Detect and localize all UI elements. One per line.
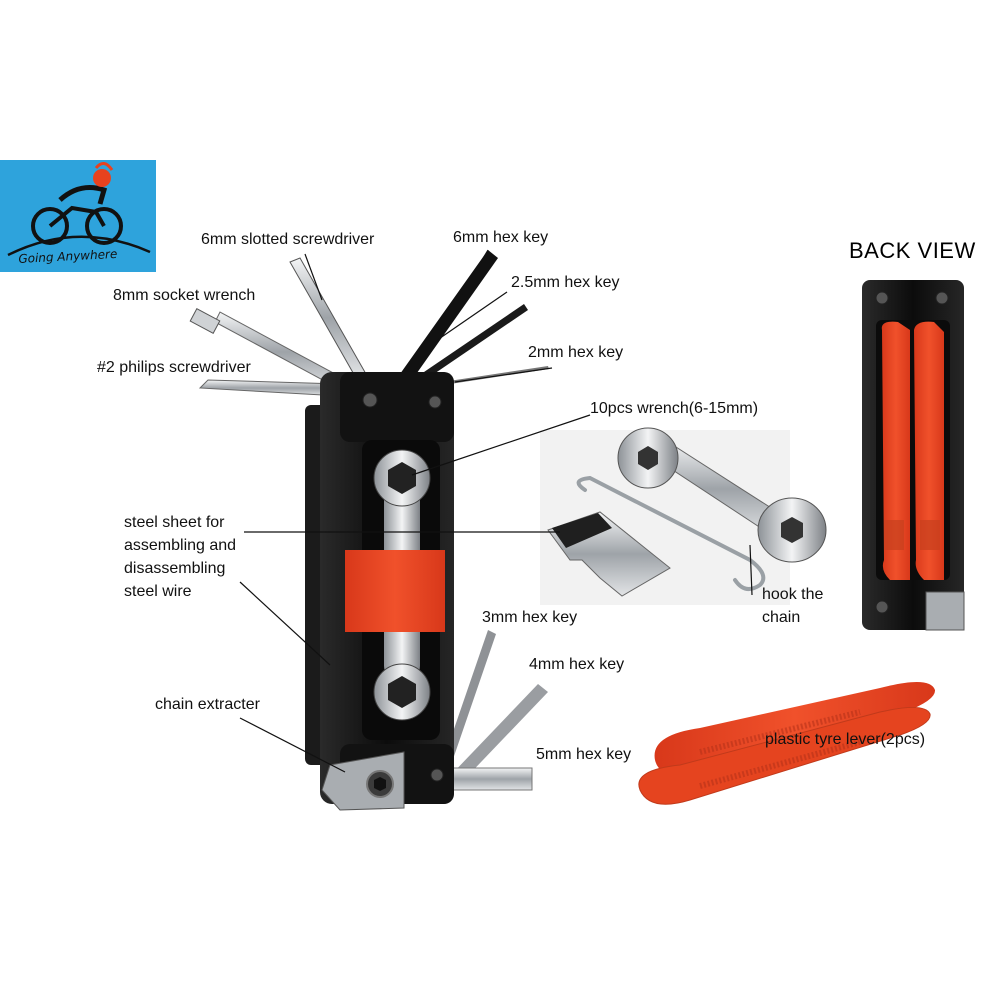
leader-lines <box>239 249 753 773</box>
hex-key-6mm <box>400 250 498 380</box>
label-steel-sheet: steel sheet for assembling and disassemb… <box>124 514 237 600</box>
leader-line <box>429 291 508 346</box>
cyclist-icon <box>7 162 151 257</box>
label-hex-key-3mm: 3mm hex key <box>482 609 578 626</box>
label-slotted-screwdriver: 6mm slotted screwdriver <box>201 231 375 248</box>
hex-key-4mm <box>450 684 548 784</box>
socket-wrench-head <box>189 308 221 334</box>
label-socket-wrench: 8mm socket wrench <box>113 287 256 304</box>
brand-logo: Going Anywhere <box>0 160 156 272</box>
leader-line <box>411 414 591 476</box>
hex-key-2-5mm <box>424 304 528 378</box>
label-hook-chain: hook the chain <box>762 586 824 626</box>
hex-key-5mm <box>447 767 533 791</box>
label-hex-key-6mm: 6mm hex key <box>453 229 549 246</box>
hex-socket-top <box>388 462 416 494</box>
tyre-levers <box>638 681 936 805</box>
tool-top-cap <box>340 372 454 442</box>
philips-screwdriver <box>198 379 341 397</box>
accessories-photo <box>547 427 827 597</box>
leader-line <box>454 367 553 383</box>
label-hex-key-5mm: 5mm hex key <box>536 746 632 763</box>
back-view-extracter <box>925 591 965 631</box>
screw-icon <box>935 291 949 305</box>
screw-icon <box>430 768 444 782</box>
screw-icon <box>875 291 889 305</box>
leader-line <box>239 581 331 666</box>
label-plastic-tyre-lever: plastic tyre lever(2pcs) <box>765 731 926 748</box>
tyre-lever-stored-right <box>914 321 944 580</box>
multi-tool <box>189 250 549 811</box>
leader-line <box>461 249 489 295</box>
hex-socket-bottom <box>388 676 416 708</box>
leader-line <box>749 544 753 596</box>
hex-key-3mm <box>444 630 496 762</box>
screw-icon <box>428 395 442 409</box>
label-hex-key-2mm: 2mm hex key <box>528 344 624 361</box>
orange-band <box>345 550 445 632</box>
back-view-title: BACK VIEW <box>849 238 976 263</box>
screw-icon <box>875 600 889 614</box>
leader-line <box>304 253 323 301</box>
screw-icon <box>362 392 378 408</box>
chain-hook <box>576 475 766 591</box>
leader-line <box>239 717 346 773</box>
label-chain-extracter: chain extracter <box>155 696 260 713</box>
back-view-tool <box>862 280 965 631</box>
tyre-lever-stored-left <box>881 321 910 580</box>
label-hex-key-4mm: 4mm hex key <box>529 656 625 673</box>
label-philips-screwdriver: #2 philips screwdriver <box>97 359 251 376</box>
label-wrench-10pcs: 10pcs wrench(6-15mm) <box>590 400 759 417</box>
deployed-tools <box>189 250 549 791</box>
label-hex-key-2-5mm: 2.5mm hex key <box>511 274 620 291</box>
